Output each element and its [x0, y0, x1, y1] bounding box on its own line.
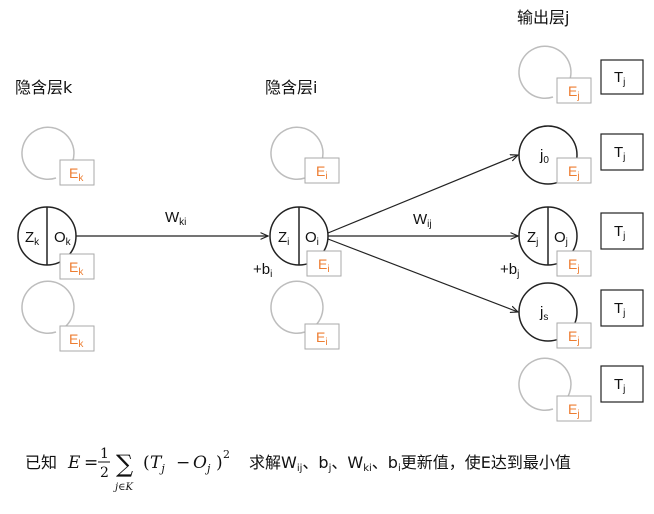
self-loop-j-5	[518, 357, 572, 412]
error-label-k-top: Ek	[69, 165, 84, 184]
target-box-2	[600, 133, 644, 171]
error-label-j-2: Ej	[568, 163, 580, 182]
error-label-j-5: Ej	[568, 401, 580, 420]
error-box-i-bottom	[304, 323, 340, 350]
formula-sum: ∑	[116, 450, 133, 478]
edge-i-j0	[327, 155, 518, 234]
layer-title-i: 隐含层i	[265, 78, 317, 97]
target-box-4	[600, 289, 644, 327]
caption-known: 已知	[25, 453, 57, 472]
node-i-o: Oi	[305, 229, 319, 248]
target-label-5: Tj	[614, 376, 625, 395]
target-label-4: Tj	[614, 300, 625, 319]
edge-i-js	[327, 238, 518, 312]
error-box-j-2	[556, 157, 592, 184]
target-label-1: Tj	[614, 69, 625, 88]
formula-half-den: 2	[100, 465, 109, 481]
target-box-5	[600, 365, 644, 403]
target-label-3: Tj	[614, 223, 625, 242]
error-label-j-1: Ej	[568, 83, 580, 102]
error-box-k-mid	[59, 253, 95, 280]
formula-O: Oj	[193, 453, 211, 475]
formula-rparen: )	[216, 453, 223, 473]
node-j0-label: j0	[539, 147, 549, 166]
node-js-label: js	[539, 304, 548, 323]
self-loop-k-top	[21, 126, 75, 181]
error-box-k-bottom	[59, 325, 95, 352]
node-i-z: Zi	[278, 229, 289, 248]
weight-label-wki: Wki	[165, 209, 186, 228]
error-label-k-bottom: Ek	[69, 331, 84, 350]
error-label-k-mid: Ek	[69, 259, 84, 278]
bias-label-bi: +bi	[253, 261, 272, 280]
caption-solve: 求解Wij、bj、Wki、bi更新值，使E达到最小值	[249, 453, 571, 474]
error-box-i-mid	[306, 250, 342, 277]
node-j-z: Zj	[527, 229, 538, 248]
formula-E: E	[67, 453, 81, 473]
error-box-j-5	[556, 395, 592, 422]
error-label-j-4: Ej	[568, 328, 580, 347]
self-loop-k-bottom	[21, 280, 75, 335]
self-loop-j-1	[518, 45, 572, 100]
error-label-j-3: Ej	[568, 256, 580, 275]
formula-T: Tj	[150, 453, 165, 475]
self-loop-i-top	[270, 126, 324, 181]
caption: 已知 E = 1 2 ∑ j∈K ( Tj − Oj ) 2 求解Wij、bj、…	[25, 446, 571, 493]
formula-eq: =	[84, 453, 98, 473]
bias-label-bj: +bj	[500, 261, 519, 280]
target-box-1	[600, 59, 644, 95]
layer-title-j: 输出层j	[517, 8, 569, 27]
error-label-i-top: Ei	[316, 163, 328, 182]
error-box-k-top	[59, 159, 95, 186]
node-k-z: Zk	[25, 229, 40, 248]
error-box-j-3	[556, 250, 592, 277]
error-box-j-4	[556, 322, 592, 349]
target-box-3	[600, 212, 644, 250]
error-box-i-top	[304, 157, 340, 184]
formula-sum-under: j∈K	[113, 482, 134, 493]
formula-minus: −	[176, 453, 190, 473]
self-loop-i-bottom	[270, 280, 324, 335]
weight-label-wij: Wij	[413, 211, 432, 230]
target-label-2: Tj	[614, 144, 625, 163]
formula-half-num: 1	[100, 446, 109, 462]
formula-square: 2	[223, 448, 230, 461]
error-label-i-mid: Ei	[318, 256, 330, 275]
node-k-o: Ok	[54, 229, 72, 248]
error-label-i-bottom: Ei	[316, 329, 328, 348]
layer-title-k: 隐含层k	[15, 78, 73, 97]
node-j-o: Oj	[554, 229, 568, 248]
formula-lparen: (	[143, 453, 150, 473]
error-box-j-1	[556, 77, 592, 104]
